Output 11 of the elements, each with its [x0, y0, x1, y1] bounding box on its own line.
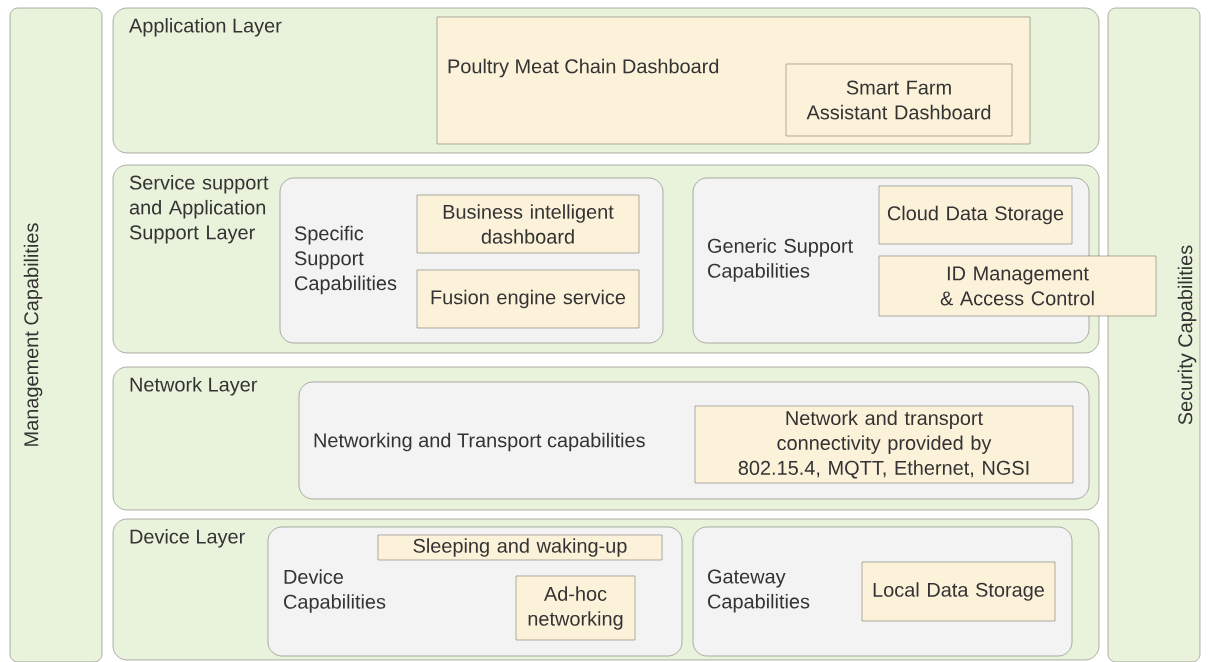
component-box: Business intelligent dashboard — [416, 194, 640, 254]
component-box: Sleeping and waking-up — [377, 534, 663, 561]
side-panel: Security Capabilities — [1107, 7, 1201, 662]
component-box: Network and transport connectivity provided by 802.15.4, MQTT, Ethernet, NGSI — [694, 405, 1074, 484]
component-box: Ad-hoc networking — [515, 575, 636, 641]
component-box: Cloud Data Storage — [878, 185, 1073, 245]
component-box: Smart Farm Assistant Dashboard — [785, 63, 1013, 137]
component-box: Local Data Storage — [861, 561, 1056, 622]
side-panel: Management Capabilities — [9, 7, 103, 662]
component-box: Fusion engine service — [416, 269, 640, 329]
component-box: ID Management & Access Control — [878, 255, 1157, 317]
